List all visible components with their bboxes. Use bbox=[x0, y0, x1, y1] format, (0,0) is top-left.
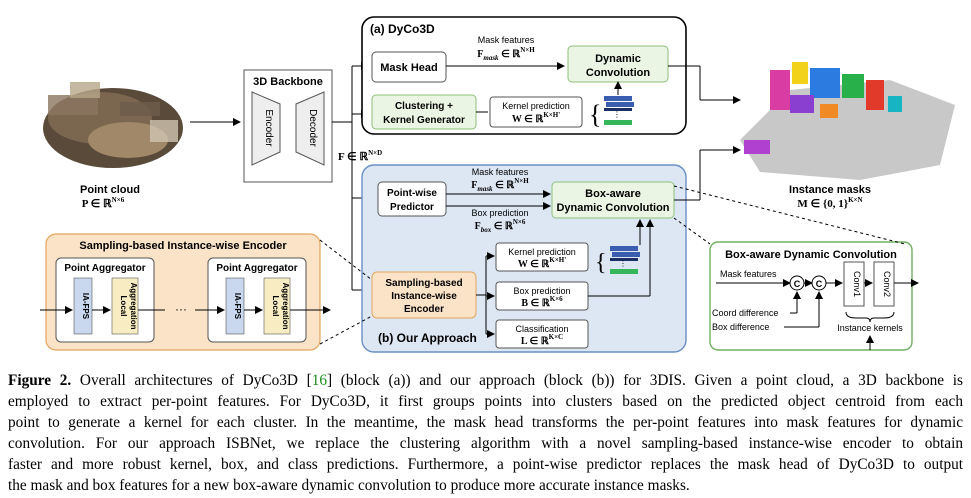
decoder-label: Decoder bbox=[307, 109, 318, 147]
boxaware-line2: Dynamic Convolution bbox=[556, 202, 669, 214]
ours-kernel-pred-label: Kernel prediction bbox=[508, 247, 576, 257]
sampling-line2: Instance-wise bbox=[391, 291, 457, 302]
point-cloud-label: Point cloud bbox=[80, 184, 140, 196]
caption-line-5: faster and more robust kernel, box, and … bbox=[8, 456, 963, 473]
our-approach-title: (b) Our Approach bbox=[378, 331, 477, 345]
aggregator-2-title: Point Aggregator bbox=[216, 263, 297, 274]
pointwise-line2: Predictor bbox=[390, 202, 434, 213]
iafps-1 bbox=[73, 277, 93, 335]
encoder-label: Encoder bbox=[263, 109, 274, 147]
conv2-box bbox=[873, 261, 895, 307]
ours-box-features-label: Box prediction bbox=[471, 208, 528, 218]
dyco-dynamic-conv-line1: Dynamic bbox=[595, 53, 641, 65]
localagg-1-line2: Aggregation bbox=[129, 282, 138, 329]
ours-box-features-math: Fbox ∈ ℝN×6 bbox=[475, 218, 526, 234]
instance-masks-image bbox=[740, 62, 955, 180]
bdc-instance-kernels: Instance kernels bbox=[837, 323, 903, 333]
encoder-ellipsis: ··· bbox=[175, 302, 187, 316]
conv2-label: Conv2 bbox=[882, 271, 892, 297]
architecture-figure: Point cloud P ∈ ℝN×6 3D Backbone Encoder… bbox=[40, 16, 955, 353]
point-cloud-math: P ∈ ℝN×6 bbox=[82, 196, 125, 210]
concat-1-label: C bbox=[794, 279, 801, 289]
mask-head-label: Mask Head bbox=[380, 62, 437, 74]
caption-line-2: employed to extract per-point features. … bbox=[8, 393, 963, 410]
ours-mask-features-math: Fmask ∈ ℝN×H bbox=[471, 177, 529, 193]
sampling-line3: Encoder bbox=[404, 304, 444, 315]
backbone-title: 3D Backbone bbox=[253, 76, 323, 88]
localagg-2-line2: Aggregation bbox=[281, 282, 290, 329]
caption-line-4: convolution. For our approach ISBNet, we… bbox=[8, 435, 963, 452]
point-cloud-image bbox=[43, 82, 183, 168]
boxaware-line1: Box-aware bbox=[585, 188, 641, 200]
ours-class-label: Classification bbox=[515, 324, 568, 334]
svg-text:⋮: ⋮ bbox=[613, 110, 621, 119]
ours-mask-features-label: Mask features bbox=[472, 167, 529, 177]
caption-line-3: point to generate a kernel for each clus… bbox=[8, 414, 963, 431]
caption-citation-link[interactable]: 16 bbox=[311, 372, 327, 389]
bdc-coord-diff: Coord difference bbox=[712, 308, 778, 318]
caption-figure-label: Figure 2. bbox=[8, 372, 72, 389]
dyco-kernel-pred-math: W ∈ ℝK×H' bbox=[512, 111, 560, 125]
figure-caption: Figure 2. Overall architectures of DyCo3… bbox=[8, 370, 963, 496]
ours-kernel-pred-math: W ∈ ℝK×H' bbox=[518, 256, 566, 270]
ours-class-math: L ∈ ℝK×C bbox=[521, 333, 563, 347]
ours-brace-icon: { bbox=[595, 250, 607, 276]
dyco-kernel-stack-icon: ⋮ bbox=[604, 96, 634, 125]
iafps-2-label: IA-FPS bbox=[233, 293, 242, 320]
localagg-1-line1: Local bbox=[119, 296, 128, 317]
dyco-kernel-pred-label: Kernel prediction bbox=[502, 101, 570, 111]
instance-masks-label: Instance masks bbox=[789, 184, 871, 196]
bdc-panel-title: Box-aware Dynamic Convolution bbox=[725, 249, 897, 261]
dyco-kernel-pred-box bbox=[489, 96, 583, 128]
backbone-feature-math: F ∈ ℝN×D bbox=[338, 149, 382, 163]
pointwise-box bbox=[377, 181, 447, 217]
aggregator-1-title: Point Aggregator bbox=[64, 263, 145, 274]
conv1-label: Conv1 bbox=[852, 271, 862, 297]
conv1-box bbox=[843, 261, 865, 307]
sampling-line1: Sampling-based bbox=[385, 278, 462, 289]
dyco3d-title: (a) DyCo3D bbox=[370, 22, 435, 36]
mask-head-box bbox=[371, 51, 447, 83]
iafps-1-label: IA-FPS bbox=[81, 293, 90, 320]
ours-kernel-pred-box bbox=[495, 242, 589, 272]
localagg-2 bbox=[263, 277, 291, 335]
instance-masks-math: M ∈ {0, 1}K×N bbox=[797, 196, 862, 210]
decoder-trapezoid bbox=[295, 91, 325, 166]
bdc-box-diff: Box difference bbox=[712, 322, 769, 332]
dyco-dynamic-conv-line2: Convolution bbox=[586, 67, 650, 79]
concat-2-label: C bbox=[816, 279, 823, 289]
clustering-line1: Clustering + bbox=[395, 101, 453, 112]
clustering-line2: Kernel Generator bbox=[383, 115, 465, 126]
encoder-trapezoid bbox=[251, 91, 281, 166]
instance-kernels-brace-icon bbox=[845, 311, 895, 323]
iafps-2 bbox=[225, 277, 245, 335]
encoder-panel-title: Sampling-based Instance-wise Encoder bbox=[79, 240, 287, 252]
ours-box-pred-label: Box prediction bbox=[513, 286, 570, 296]
dyco-mask-features-math: Fmask ∈ ℝN×H bbox=[477, 46, 535, 62]
bdc-mask-features: Mask features bbox=[720, 269, 777, 279]
ours-class-box bbox=[495, 319, 589, 349]
svg-text:⋮: ⋮ bbox=[619, 259, 627, 268]
pointwise-line1: Point-wise bbox=[387, 188, 437, 199]
ours-kernel-stack-icon: ⋮ bbox=[610, 246, 640, 274]
dyco-brace-icon: { bbox=[589, 100, 601, 129]
caption-line-6: the mask and box features for a new box-… bbox=[8, 477, 690, 494]
dyco-mask-features-label: Mask features bbox=[478, 35, 535, 45]
localagg-1 bbox=[111, 277, 139, 335]
ours-box-pred-math: B ∈ ℝK×6 bbox=[521, 295, 563, 309]
localagg-2-line1: Local bbox=[271, 296, 280, 317]
caption-line-1: Figure 2. Overall architectures of DyCo3… bbox=[8, 372, 963, 389]
